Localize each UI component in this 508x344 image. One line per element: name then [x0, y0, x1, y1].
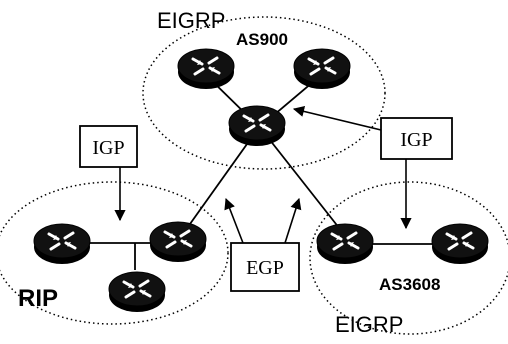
router-icon — [227, 104, 287, 148]
as3608-label: AS3608 — [379, 275, 440, 294]
arrow-egp-right — [284, 197, 302, 244]
router-icon — [430, 222, 490, 266]
rip-cloud — [0, 181, 229, 325]
igp-right-label: IGP — [400, 129, 432, 151]
router-icon — [148, 220, 208, 264]
as900-cloud — [142, 16, 386, 170]
router-icon — [176, 47, 236, 91]
link-core-rip — [179, 129, 258, 239]
igp-right-box — [380, 117, 453, 160]
egp-box — [230, 242, 300, 292]
eigrp-bottom-label: EIGRP — [335, 312, 403, 337]
igp-left-label: IGP — [92, 137, 124, 159]
router-icon — [315, 222, 375, 266]
rip-label: RIP — [18, 285, 58, 312]
link-core-as3608 — [261, 129, 348, 239]
as900-label: AS900 — [236, 30, 288, 49]
router-icon — [32, 222, 92, 266]
arrow-egp-left — [224, 197, 244, 244]
arrows — [114, 105, 412, 244]
eigrp-top-label: EIGRP — [157, 8, 225, 33]
egp-label: EGP — [246, 257, 284, 279]
arrow-igp-right-to-as900 — [292, 105, 382, 131]
router-icon — [292, 47, 352, 91]
network-links — [62, 75, 458, 270]
igp-left-box — [79, 125, 138, 168]
router-icon — [107, 270, 167, 314]
